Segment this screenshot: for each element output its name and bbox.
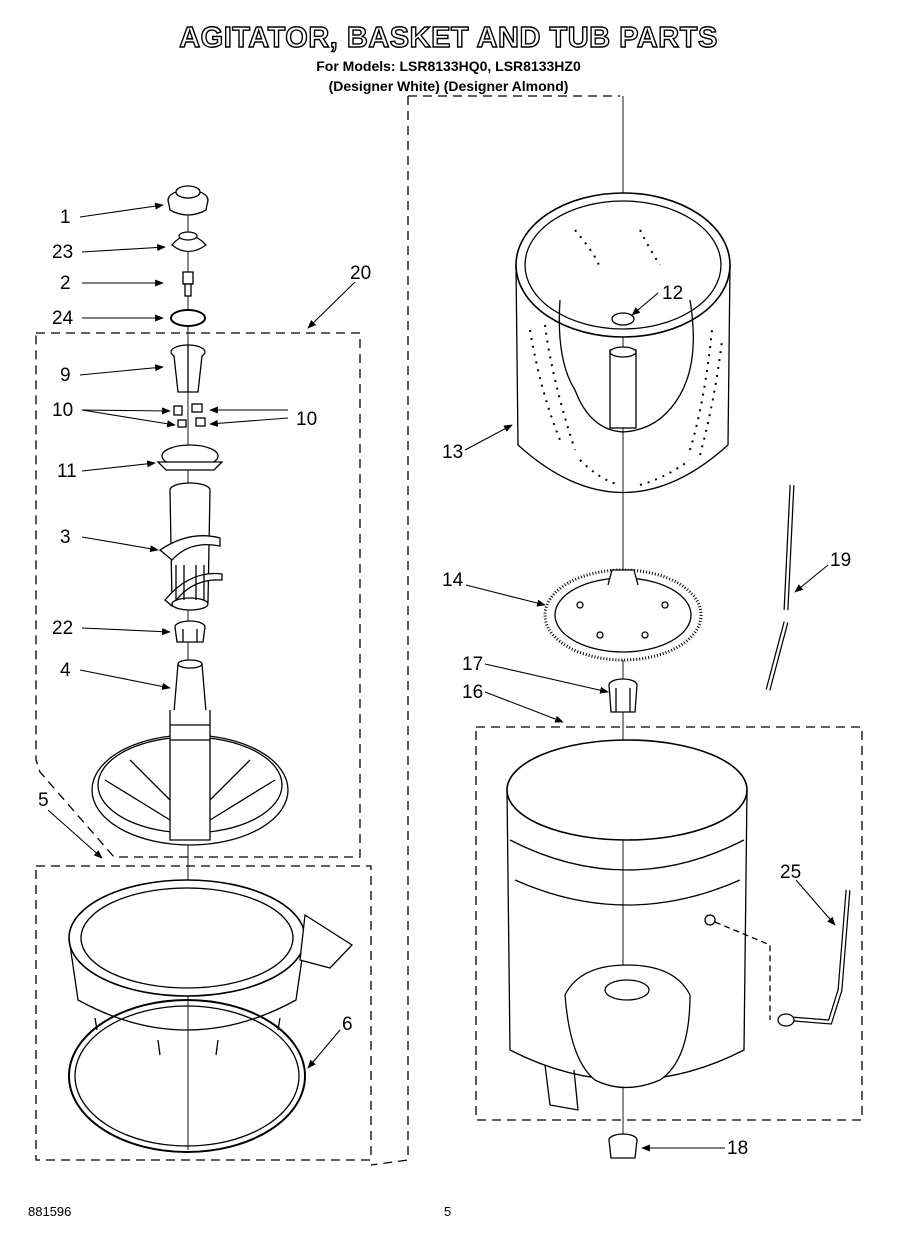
group-20-box: [35, 332, 361, 858]
callout-10-left: 10: [52, 400, 74, 421]
basket-holes: [529, 229, 723, 486]
washer: [170, 309, 206, 327]
seal-ring: [156, 444, 224, 471]
hub-bushing: [608, 678, 638, 713]
callout-4: 4: [60, 660, 71, 681]
wash-basket: [515, 192, 731, 493]
page-title: AGITATOR, BASKET AND TUB PARTS: [178, 21, 718, 54]
footer-page-number: 5: [444, 1204, 452, 1219]
callout-14: 14: [442, 570, 464, 591]
callout-5: 5: [38, 790, 49, 811]
basket-nut: [611, 312, 635, 326]
callout-25: 25: [780, 862, 802, 883]
connector-line: [370, 96, 409, 1166]
drive-bell: [174, 620, 206, 643]
callout-23: 23: [52, 242, 74, 263]
callout-3: 3: [60, 527, 71, 548]
models-line: For Models: LSR8133HQ0, LSR8133HZ0: [316, 58, 581, 74]
callout-20: 20: [350, 263, 372, 284]
bolt: [182, 271, 194, 297]
callout-13: 13: [442, 442, 464, 463]
tub-gasket: [68, 999, 306, 1153]
callout-24: 24: [52, 308, 74, 329]
callout-17: 17: [462, 654, 484, 675]
callout-16: 16: [462, 682, 484, 703]
agitator-cap: [167, 185, 209, 216]
drain-hose: [714, 889, 851, 1027]
tub-ring: [68, 879, 354, 1056]
agitator-base: [91, 659, 289, 846]
callout-22: 22: [52, 618, 74, 639]
footer-part-number: 881596: [28, 1204, 72, 1219]
callout-10-right: 10: [296, 409, 318, 430]
colors-line: (Designer White) (Designer Almond): [328, 78, 569, 94]
basket-drive-hub: [543, 568, 703, 662]
agitator-dogs: [173, 403, 206, 428]
outer-tub: [506, 739, 748, 1111]
callout-11: 11: [57, 461, 77, 482]
callout-6: 6: [342, 1014, 353, 1035]
drain-plug: [608, 1133, 638, 1159]
callout-2: 2: [60, 273, 71, 294]
auger: [158, 482, 223, 611]
callout-12: 12: [662, 283, 684, 304]
pressure-hose: [765, 484, 795, 691]
callout-19: 19: [830, 550, 852, 571]
callout-1: 1: [60, 207, 71, 228]
cap-insert: [171, 231, 207, 253]
callout-9: 9: [60, 365, 71, 386]
cam: [170, 344, 206, 393]
callout-18: 18: [727, 1138, 749, 1159]
group-16-box: [475, 726, 863, 1121]
